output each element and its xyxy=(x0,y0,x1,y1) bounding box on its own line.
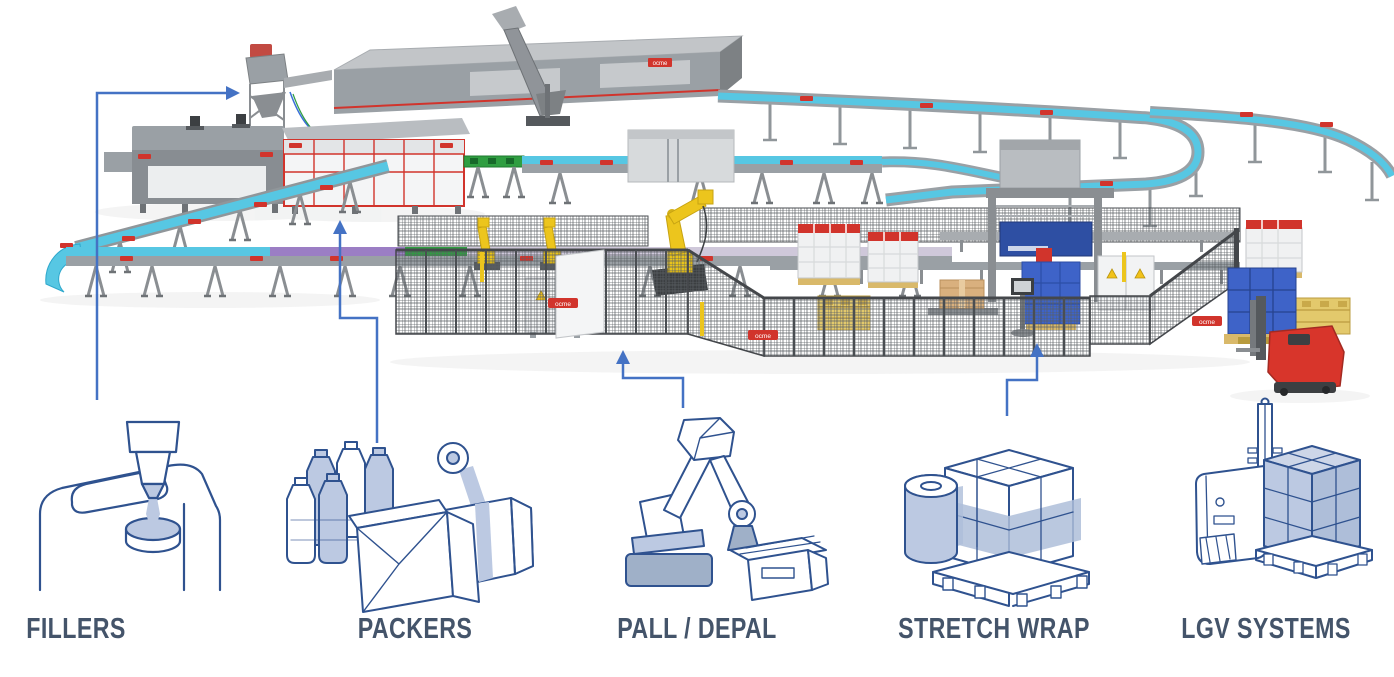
crate-pallet-stack-1 xyxy=(797,224,861,285)
stretch-wrap-arrow xyxy=(1005,357,1039,416)
lgv-pallet xyxy=(1255,535,1373,579)
discharge-chute xyxy=(492,6,570,126)
jerrycan-filling-nozzle-icon xyxy=(38,420,222,592)
lane-divider-machine xyxy=(627,129,735,183)
safety-fence-front: ocme ocme ocme xyxy=(395,228,1239,357)
pall-depal-arrow xyxy=(621,364,685,408)
carton-box-front xyxy=(348,499,480,613)
fillers-arrowhead xyxy=(226,86,240,100)
fence-brand-plates: ocme ocme ocme xyxy=(548,298,1222,340)
fillers-arrow xyxy=(95,91,226,400)
palletizer-machine xyxy=(986,139,1114,330)
lgv-load-stack xyxy=(1263,445,1361,561)
label-stretch-wrap: STRETCH WRAP xyxy=(898,613,1090,645)
svg-text:ocme: ocme xyxy=(555,301,571,308)
label-packers: PACKERS xyxy=(357,613,473,645)
film-roll xyxy=(904,474,963,564)
label-pall-depal: PALL / DEPAL xyxy=(617,613,777,645)
palletizing-robot-icon xyxy=(625,417,829,601)
overhead-conveyor-loop xyxy=(717,89,1205,236)
bottles-boxes-tape-icon xyxy=(286,441,534,613)
packers-arrow xyxy=(338,234,379,443)
hopper-elevator-tower xyxy=(245,44,332,141)
film-roll-pallet-icon xyxy=(904,449,1090,607)
stretch-wrap-arrowhead xyxy=(1030,343,1044,357)
packers-arrowhead xyxy=(333,220,347,234)
crate-pallet-stack-2 xyxy=(867,232,919,288)
label-lgv-systems: LGV SYSTEMS xyxy=(1181,613,1351,645)
svg-text:ocme: ocme xyxy=(1199,319,1215,326)
overhead-conveyor-spur xyxy=(1149,106,1394,202)
fence-gate-open xyxy=(555,249,605,339)
svg-text:ocme: ocme xyxy=(755,333,771,340)
callout-arrows xyxy=(95,86,1044,443)
label-fillers: FILLERS xyxy=(26,613,126,645)
lgv-vehicle xyxy=(1236,296,1345,396)
green-conveyor xyxy=(463,155,527,199)
brand-logo: ocme xyxy=(653,61,668,67)
laser-guided-vehicle-icon xyxy=(1195,397,1373,579)
pall-depal-arrowhead xyxy=(616,350,630,364)
lgv-body xyxy=(1195,465,1267,565)
pallet xyxy=(932,551,1090,607)
